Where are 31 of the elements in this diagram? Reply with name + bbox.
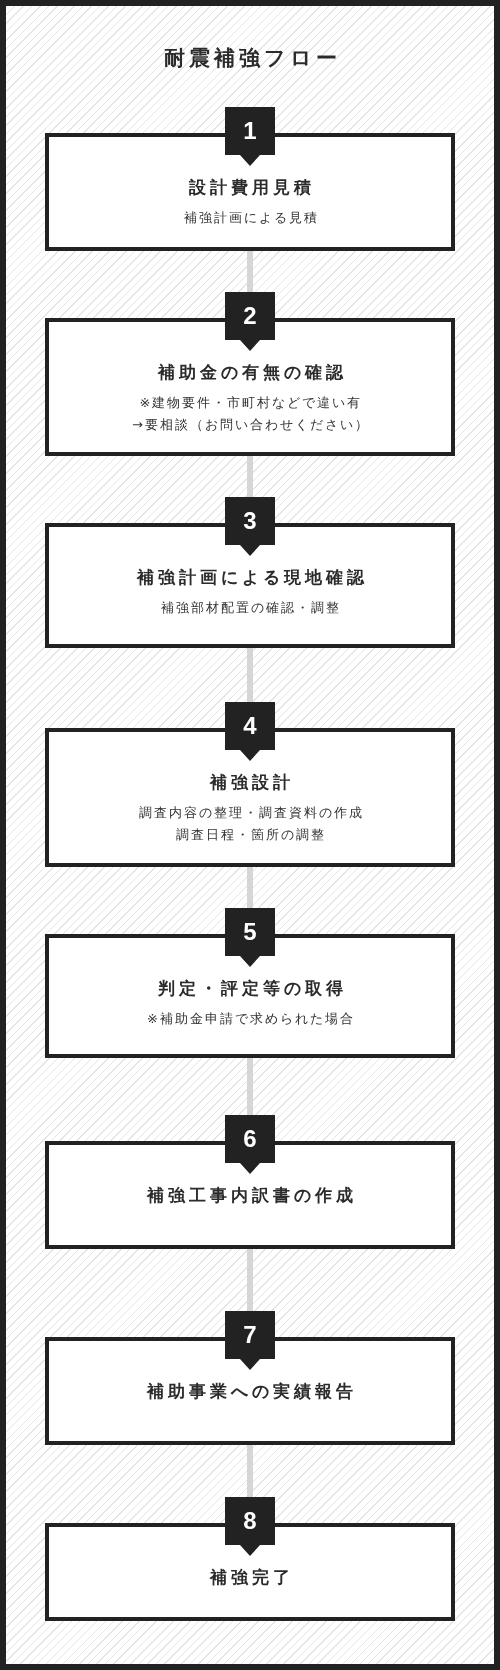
step-note: →要相談（お問い合わせください） <box>131 416 370 434</box>
step-number-badge: 2 <box>225 292 275 351</box>
step-note: ※建物要件・市町村などで違い有 <box>138 394 363 412</box>
step-title: 補強完了 <box>208 1566 294 1589</box>
step-note: 補強部材配置の確認・調整 <box>160 599 341 617</box>
step-title: 補強設計 <box>208 771 294 794</box>
step-number-badge: 7 <box>225 1311 275 1370</box>
connector-line <box>247 1249 253 1311</box>
step-number-badge: 8 <box>225 1497 275 1556</box>
step-number-badge: 4 <box>225 702 275 761</box>
step-title: 補強工事内訳書の作成 <box>145 1184 357 1207</box>
step-title: 補助事業への実績報告 <box>145 1380 357 1403</box>
step-note: 調査日程・箇所の調整 <box>175 826 326 844</box>
step-title: 設計費用見積 <box>188 176 315 199</box>
connector-line <box>247 1445 253 1497</box>
step-title: 補助金の有無の確認 <box>156 361 347 384</box>
diagram-title: 耐震補強フロー <box>162 45 341 72</box>
step-number-badge: 6 <box>225 1115 275 1174</box>
step-title: 補強計画による現地確認 <box>135 566 368 589</box>
step-note: 補強計画による見積 <box>182 209 319 227</box>
connector-line <box>247 648 253 702</box>
step-number-badge: 1 <box>225 107 275 166</box>
connector-line <box>247 456 253 497</box>
step-number-badge: 5 <box>225 908 275 967</box>
step-note: 調査内容の整理・調査資料の作成 <box>137 804 364 822</box>
connector-line <box>247 251 253 292</box>
step-number-badge: 3 <box>225 497 275 556</box>
connector-line <box>247 1058 253 1115</box>
step-note: ※補助金申請で求められた場合 <box>146 1010 355 1028</box>
connector-line <box>247 867 253 908</box>
step-title: 判定・評定等の取得 <box>156 977 347 1000</box>
